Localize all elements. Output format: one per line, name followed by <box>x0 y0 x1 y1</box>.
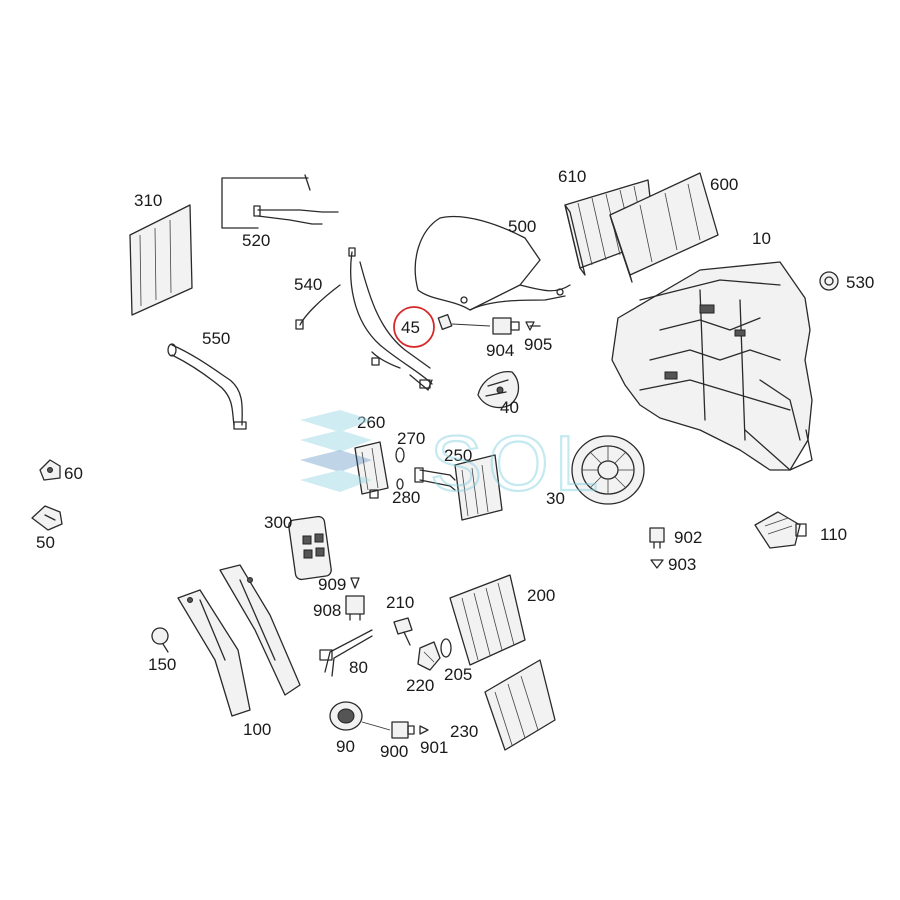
part-530-grommet <box>819 271 839 291</box>
part-80-linkage <box>319 629 373 677</box>
part-540-wire-harness <box>295 247 433 391</box>
label-50: 50 <box>36 533 55 552</box>
label-60: 60 <box>64 464 83 483</box>
highlight-circle-45 <box>393 306 435 348</box>
part-210-bolt <box>393 617 413 646</box>
part-200-heater-core <box>449 574 526 666</box>
watermark-text: SOL <box>430 419 604 507</box>
part-30-blower-motor <box>571 435 645 505</box>
label-250: 250 <box>444 446 472 465</box>
label-600: 600 <box>710 175 738 194</box>
label-530: 530 <box>846 273 874 292</box>
part-900-connector <box>391 721 415 739</box>
label-100: 100 <box>243 720 271 739</box>
label-205: 205 <box>444 665 472 684</box>
part-45-sensor <box>437 314 491 330</box>
part-90-sensor <box>329 701 363 731</box>
part-270-seal <box>395 447 405 463</box>
part-908-connector <box>345 595 365 621</box>
part-205-seal <box>440 638 452 658</box>
part-100-air-duct <box>177 564 301 717</box>
part-40-actuator <box>477 371 520 409</box>
leader-90-900 <box>361 721 391 731</box>
part-10-hvac-housing <box>611 261 813 471</box>
part-909-pin <box>350 577 360 589</box>
label-10: 10 <box>752 229 771 248</box>
label-270: 270 <box>397 429 425 448</box>
part-220-valve <box>417 641 441 671</box>
label-80: 80 <box>349 658 368 677</box>
part-300-cover <box>288 515 332 581</box>
label-900: 900 <box>380 742 408 761</box>
label-540: 540 <box>294 275 322 294</box>
label-210: 210 <box>386 593 414 612</box>
label-903: 903 <box>668 555 696 574</box>
part-230-core <box>484 659 556 751</box>
part-905-pin <box>525 321 541 331</box>
part-280-seal <box>396 478 404 490</box>
label-300: 300 <box>264 513 292 532</box>
label-500: 500 <box>508 217 536 236</box>
label-904: 904 <box>486 341 514 360</box>
part-260-heater-element <box>354 441 389 499</box>
part-50-clip <box>31 505 63 531</box>
label-550: 550 <box>202 329 230 348</box>
label-220: 220 <box>406 676 434 695</box>
part-904-connector <box>492 317 520 335</box>
label-90: 90 <box>336 737 355 756</box>
part-520-harness <box>221 174 339 229</box>
label-150: 150 <box>148 655 176 674</box>
label-909: 909 <box>318 575 346 594</box>
label-110: 110 <box>820 525 847 544</box>
label-45: 45 <box>401 318 420 337</box>
label-310: 310 <box>134 191 162 210</box>
part-110-bracket <box>754 511 807 549</box>
label-280: 280 <box>392 488 420 507</box>
label-200: 200 <box>527 586 555 605</box>
part-550-drain-hose <box>167 343 247 430</box>
part-901-pin <box>419 725 429 735</box>
part-500-wiring-loom <box>414 215 571 311</box>
label-610: 610 <box>558 167 586 186</box>
label-30: 30 <box>546 489 565 508</box>
part-150-screw <box>151 627 169 653</box>
label-230: 230 <box>450 722 478 741</box>
part-310-panel <box>129 204 193 316</box>
part-902-connector <box>649 527 665 549</box>
part-60-clip <box>39 459 61 481</box>
label-901: 901 <box>420 738 448 757</box>
label-902: 902 <box>674 528 702 547</box>
watermark-logo <box>300 410 372 492</box>
part-600-filter-housing <box>609 172 719 283</box>
part-903-pin <box>650 559 664 569</box>
label-40: 40 <box>500 398 519 417</box>
part-250-evaporator <box>414 454 503 521</box>
label-905: 905 <box>524 335 552 354</box>
label-908: 908 <box>313 601 341 620</box>
label-520: 520 <box>242 231 270 250</box>
